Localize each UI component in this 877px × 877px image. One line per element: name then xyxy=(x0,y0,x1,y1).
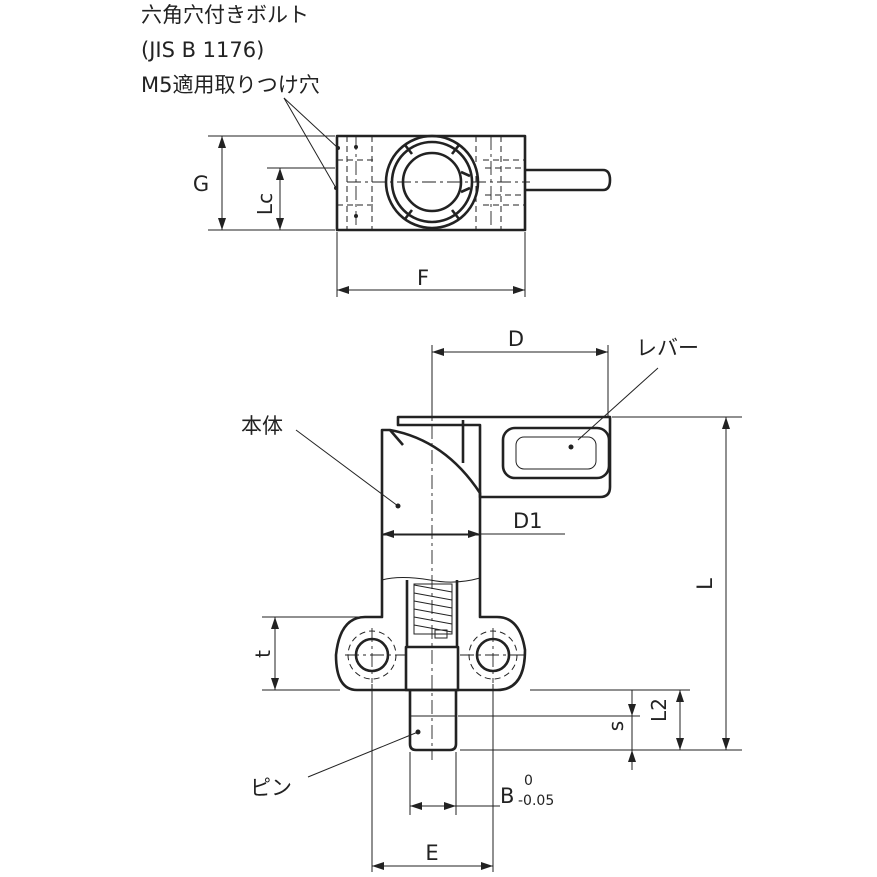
pin-label: ピン xyxy=(250,776,292,800)
pin-leader xyxy=(307,731,419,778)
b-tolerance-lower: -0.05 xyxy=(518,793,554,809)
front-view-lever-dot xyxy=(568,444,574,450)
top-view-body-outline xyxy=(335,134,527,232)
lever-leader xyxy=(577,367,659,441)
top-view-knob-notches xyxy=(403,144,461,220)
top-view xyxy=(335,134,612,232)
top-view-hole-dot-lower xyxy=(354,214,358,218)
lc-dimension-label: Lc xyxy=(253,193,277,215)
front-view-lever-grip xyxy=(501,426,611,480)
s-dimension-label: s xyxy=(604,721,628,731)
lever-label: レバー xyxy=(636,336,699,360)
f-dimension-label: F xyxy=(417,266,429,290)
top-view-counterbore-hidden-lines xyxy=(337,159,525,206)
top-view-lever-hidden-lines xyxy=(485,167,525,196)
d1-dimension-arrows xyxy=(382,530,480,538)
d-dimension-lines xyxy=(431,345,609,418)
s-dimension-arrows xyxy=(628,704,636,762)
l-dimension-label: L xyxy=(693,578,717,590)
l-dimension-lines xyxy=(460,416,742,751)
front-view-spring-outline xyxy=(413,583,453,635)
top-view-lever-handle xyxy=(525,168,612,192)
front-view-spring-seat xyxy=(434,629,448,639)
front-view-body-outline xyxy=(334,428,527,692)
l2-dimension-arrows xyxy=(676,690,684,750)
bolt-note-leader-upper xyxy=(283,97,339,149)
bolt-note-line1: 六角穴付きボルト xyxy=(141,3,309,27)
d-dimension-label: D xyxy=(508,327,524,351)
front-view-body-cam xyxy=(389,429,404,446)
front-view-hole-centerline-v xyxy=(371,628,494,683)
bolt-note-line3: M5適用取りつけ穴 xyxy=(141,73,320,97)
front-view xyxy=(334,350,612,760)
top-view-knob-slot xyxy=(460,170,471,194)
front-view-bore-walls xyxy=(405,580,459,647)
l2-dimension-label: L2 xyxy=(647,698,671,722)
f-dimension-lines xyxy=(336,232,526,297)
g-dimension-label: G xyxy=(193,172,209,196)
b-dimension-label: B xyxy=(500,784,514,808)
front-view-pin-guide xyxy=(404,645,460,692)
body-label: 本体 xyxy=(241,414,283,438)
front-view-lever-outline xyxy=(396,415,612,499)
d1-dimension-label: D1 xyxy=(513,509,543,533)
top-view-hole-dot-upper xyxy=(354,145,358,149)
bolt-note-line2: (JIS B 1176) xyxy=(141,38,264,62)
front-view-cutaway-break xyxy=(381,577,481,583)
b-dimension-arrows xyxy=(410,802,456,810)
b-tolerance-upper: 0 xyxy=(524,773,533,789)
bolt-note-leader-lower xyxy=(283,97,337,189)
t-dimension-label: t xyxy=(251,650,275,658)
e-dimension-lines xyxy=(371,684,494,872)
b-dimension-lines xyxy=(409,752,500,815)
t-dimension-lines xyxy=(262,616,380,691)
front-view-spring-coils xyxy=(413,584,453,633)
body-leader-dot xyxy=(395,503,401,509)
body-leader xyxy=(295,429,399,507)
e-dimension-label: E xyxy=(425,841,438,865)
front-view-pin xyxy=(408,690,458,752)
front-view-lever-grip-inner xyxy=(515,436,597,470)
